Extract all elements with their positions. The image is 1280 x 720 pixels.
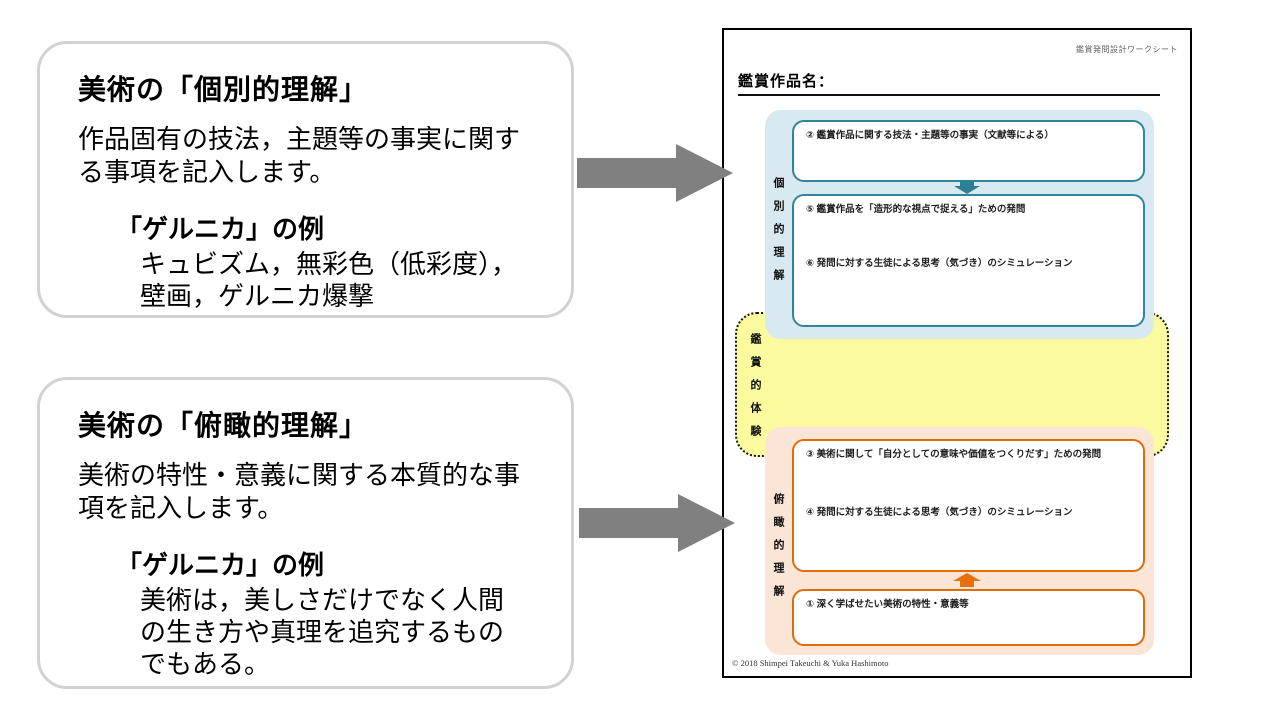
worksheet-box-2: ② 鑑賞作品に関する技法・主題等の事実（文献等による） [792, 120, 1145, 182]
worksheet-page-label: 鑑賞発問設計ワークシート [1076, 45, 1178, 54]
worksheet-box-5-6: ⑤ 鑑賞作品を「造形的な視点で捉える」ための発問 ⑥ 発問に対する生徒による思考… [792, 194, 1145, 327]
callout-individual-understanding: 美術の「個別的理解」 作品固有の技法，主題等の事実に関す る事項を記入します。 … [37, 41, 574, 318]
callout-title: 美術の「個別的理解」 [78, 74, 369, 105]
artwork-name-heading: 鑑賞作品名： [738, 70, 1160, 96]
worksheet-box-5-label: ⑤ 鑑賞作品を「造形的な視点で捉える」ための発問 [806, 204, 1026, 215]
worksheet-box-3-4: ③ 美術に関して「自分としての意味や価値をつくりだす」ための発問 ④ 発問に対す… [792, 439, 1145, 572]
callout-example-text: キュビズム，無彩色（低彩度）， 壁画，ゲルニカ爆撃 [140, 249, 518, 311]
callout-title: 美術の「俯瞰的理解」 [78, 410, 369, 441]
worksheet-box-6-label: ⑥ 発問に対する生徒による思考（気づき）のシミュレーション [806, 258, 1073, 269]
worksheet-box-4-label: ④ 発問に対する生徒による思考（気づき）のシミュレーション [806, 507, 1073, 518]
worksheet-page: 鑑賞発問設計ワークシート 鑑賞作品名： 個別的理解 鑑賞的体験 俯瞰的理解 ② … [722, 28, 1192, 678]
callout-body: 美術の特性・意義に関する本質的な事 項を記入します。 [78, 460, 521, 523]
worksheet-box-3-label: ③ 美術に関して「自分としての意味や価値をつくりだす」ための発問 [806, 449, 1102, 460]
appreciation-experience-vertical-label: 鑑賞的体験 [749, 333, 761, 448]
worksheet-box-2-label: ② 鑑賞作品に関する技法・主題等の事実（文献等による） [806, 130, 1054, 141]
callout-body: 作品固有の技法，主題等の事実に関す る事項を記入します。 [78, 124, 521, 187]
callout-example-label: 「ゲルニカ」の例 [116, 214, 325, 244]
individual-understanding-vertical-label: 個別的理解 [772, 177, 784, 292]
callout-example-text: 美術は，美しさだけでなく人間 の生き方や真理を追究するもの でもある。 [140, 585, 505, 679]
worksheet-box-1-label: ① 深く学ばせたい美術の特性・意義等 [806, 599, 969, 610]
right-arrow-icon [577, 144, 733, 202]
overview-understanding-vertical-label: 俯瞰的理解 [772, 493, 784, 608]
down-arrow-icon [954, 181, 980, 194]
callout-example-label: 「ゲルニカ」の例 [116, 550, 325, 580]
copyright-text: © 2018 Shimpei Takeuchi & Yuka Hashimoto [732, 658, 889, 668]
worksheet-box-1: ① 深く学ばせたい美術の特性・意義等 [792, 589, 1145, 646]
right-arrow-icon [579, 494, 735, 552]
up-arrow-icon [953, 573, 981, 587]
callout-overview-understanding: 美術の「俯瞰的理解」 美術の特性・意義に関する本質的な事 項を記入します。 「ゲ… [37, 377, 574, 689]
